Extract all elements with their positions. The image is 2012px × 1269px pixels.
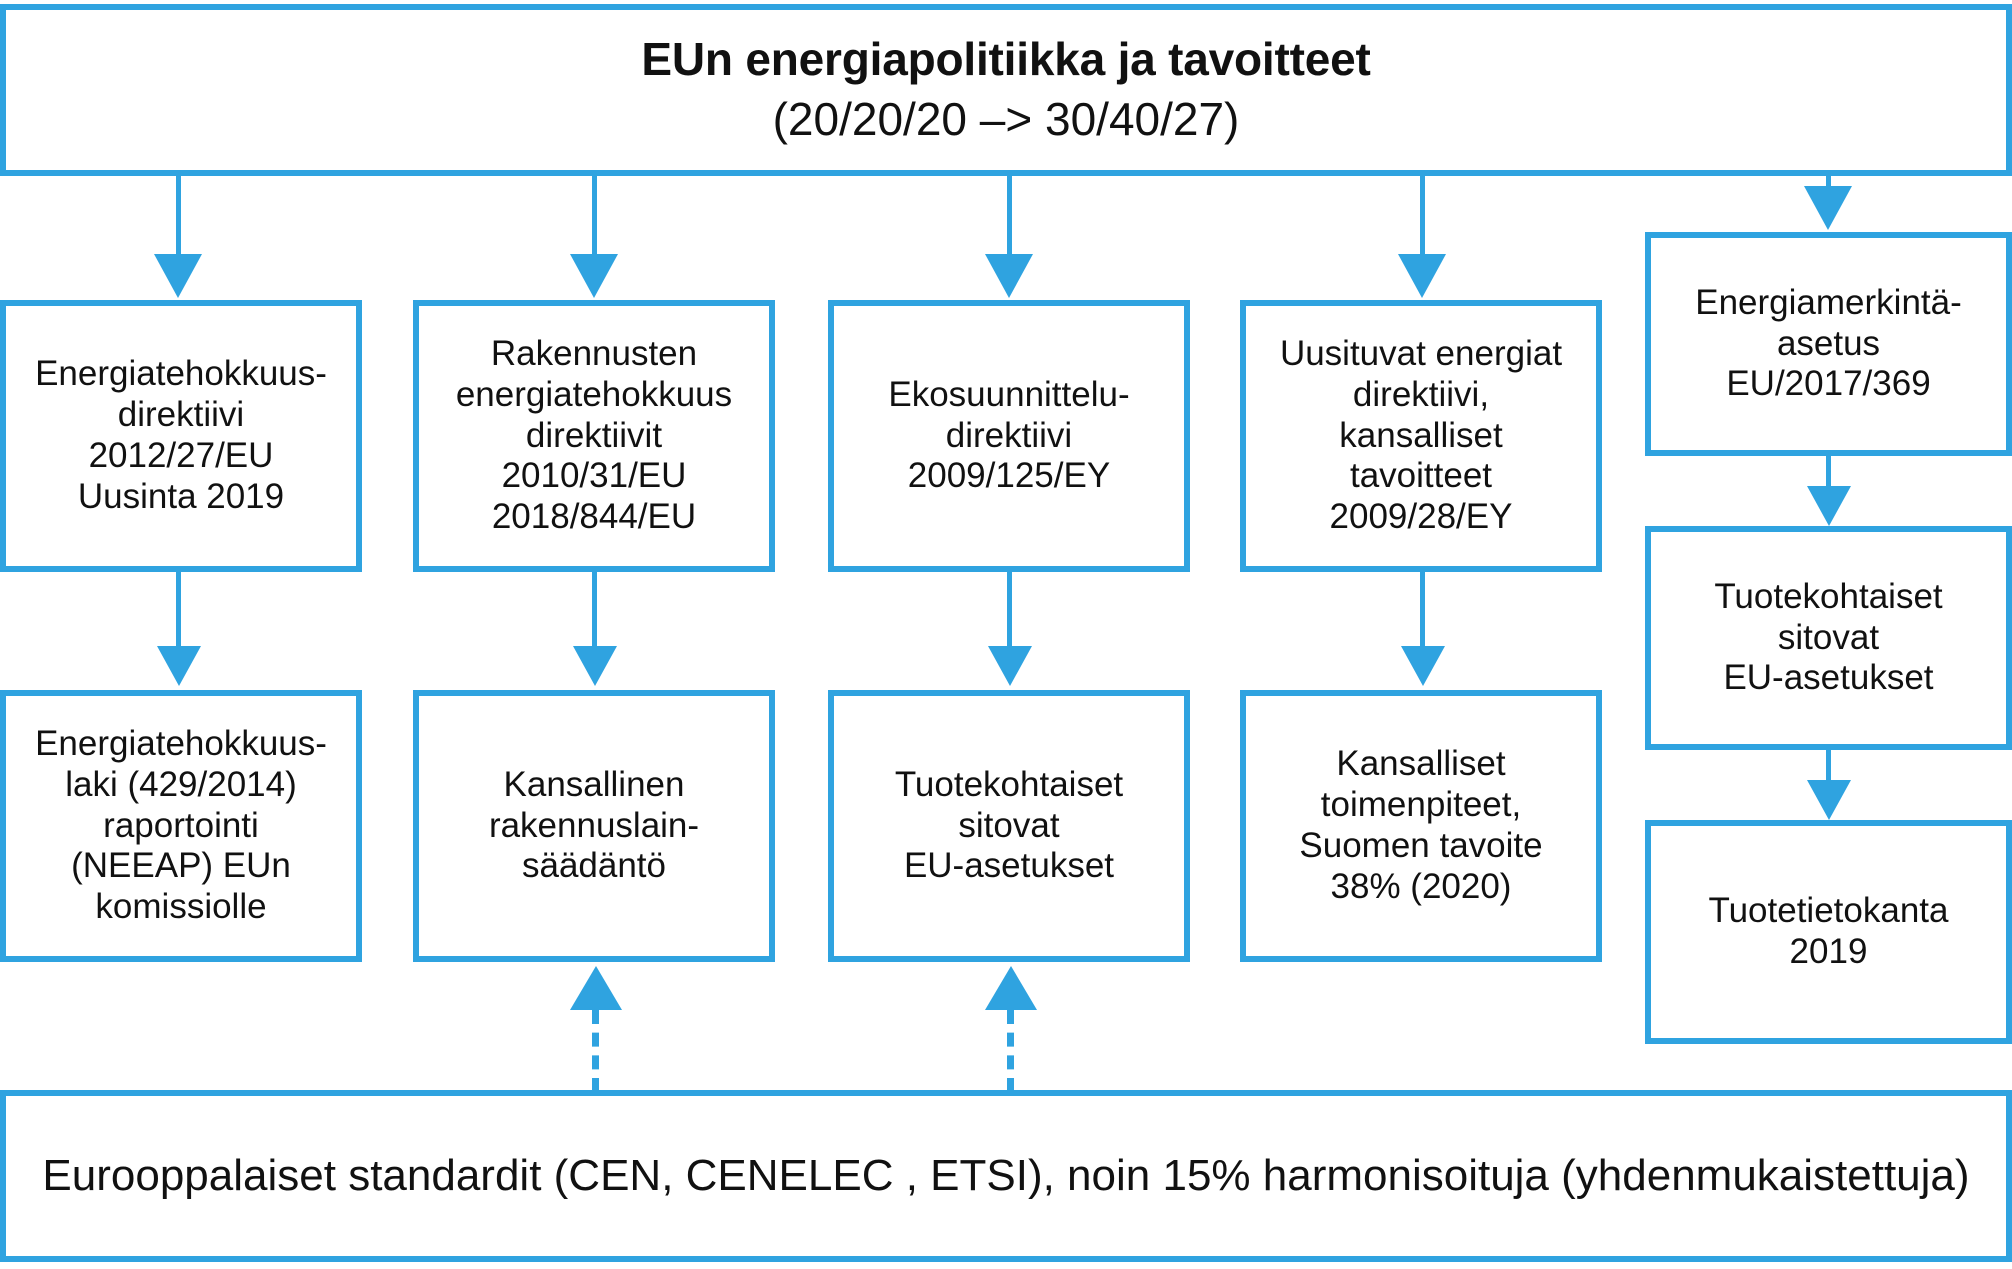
- arrowhead-header-to-row1-1: [154, 254, 202, 298]
- node-rakennusten-energiatehokkuus[interactable]: Rakennusten energiatehokkuus direktiivit…: [413, 300, 775, 572]
- connector-banner-to-row2-3: [1007, 1010, 1014, 1092]
- connector-header-to-row1-4: [1420, 176, 1425, 258]
- node-label: Uusituvat energiat direktiivi, kansallis…: [1279, 333, 1563, 537]
- arrowhead-row1-3-to-row2-3: [988, 646, 1032, 686]
- arrowhead-right-2-to-3: [1807, 780, 1851, 820]
- node-tuotekohtaiset-eu-asetukset[interactable]: Tuotekohtaiset sitovat EU-asetukset: [828, 690, 1190, 962]
- connector-row1-4-to-row2-4: [1420, 572, 1425, 650]
- node-label: Tuotekohtaiset sitovat EU-asetukset: [894, 764, 1124, 886]
- connector-header-to-right-column: [1826, 176, 1831, 188]
- node-label: Kansallinen rakennuslain- säädäntö: [488, 764, 700, 886]
- banner-eurooppalaiset-standardit[interactable]: Eurooppalaiset standardit (CEN, CENELEC …: [0, 1090, 2012, 1262]
- arrowhead-row1-4-to-row2-4: [1401, 646, 1445, 686]
- arrowhead-banner-to-row2-2: [570, 966, 622, 1010]
- node-kansalliset-toimenpiteet[interactable]: Kansalliset toimenpiteet, Suomen tavoite…: [1240, 690, 1602, 962]
- node-energiamerkintaasetus[interactable]: Energiamerkintä- asetus EU/2017/369: [1645, 232, 2012, 456]
- arrowhead-right-1-to-2: [1807, 486, 1851, 526]
- connector-header-to-row1-1: [176, 176, 181, 258]
- arrowhead-header-to-row1-3: [985, 254, 1033, 298]
- header-box: EUn energiapolitiikka ja tavoitteet (20/…: [0, 4, 2012, 176]
- node-energiatehokkuuslaki[interactable]: Energiatehokkuus- laki (429/2014) raport…: [0, 690, 362, 962]
- node-label: Tuotetietokanta 2019: [1708, 891, 1949, 971]
- node-tuotetietokanta[interactable]: Tuotetietokanta 2019: [1645, 820, 2012, 1044]
- connector-header-to-row1-2: [592, 176, 597, 258]
- connector-header-to-row1-3: [1007, 176, 1012, 258]
- arrowhead-header-to-right-column: [1804, 186, 1852, 230]
- node-kansallinen-rakennuslainsaadanto[interactable]: Kansallinen rakennuslain- säädäntö: [413, 690, 775, 962]
- connector-row1-3-to-row2-3: [1007, 572, 1012, 650]
- arrowhead-row1-2-to-row2-2: [573, 646, 617, 686]
- connector-right-1-to-2: [1826, 456, 1831, 490]
- arrowhead-row1-1-to-row2-1: [157, 646, 201, 686]
- node-energiatehokkuusdirektiivi[interactable]: Energiatehokkuus- direktiivi 2012/27/EU …: [0, 300, 362, 572]
- page-subtitle: (20/20/20 –> 30/40/27): [772, 93, 1240, 145]
- node-label: Ekosuunnittelu- direktiivi 2009/125/EY: [888, 374, 1130, 496]
- arrowhead-header-to-row1-4: [1398, 254, 1446, 298]
- arrowhead-banner-to-row2-3: [985, 966, 1037, 1010]
- connector-right-2-to-3: [1826, 750, 1831, 784]
- node-tuotekohtaiset-sitovat-eu-asetukset[interactable]: Tuotekohtaiset sitovat EU-asetukset: [1645, 526, 2012, 750]
- node-label: Rakennusten energiatehokkuus direktiivit…: [455, 333, 733, 537]
- connector-row1-2-to-row2-2: [592, 572, 597, 650]
- connector-banner-to-row2-2: [592, 1010, 599, 1092]
- node-uusiutuvat-energiat[interactable]: Uusituvat energiat direktiivi, kansallis…: [1240, 300, 1602, 572]
- arrowhead-header-to-row1-2: [570, 254, 618, 298]
- node-label: Energiamerkintä- asetus EU/2017/369: [1695, 282, 1962, 404]
- node-label: Energiatehokkuus- direktiivi 2012/27/EU …: [35, 354, 327, 516]
- node-label: Energiatehokkuus- laki (429/2014) raport…: [35, 723, 327, 927]
- node-label: Kansalliset toimenpiteet, Suomen tavoite…: [1299, 744, 1543, 906]
- connector-row1-1-to-row2-1: [176, 572, 181, 650]
- page-title: EUn energiapolitiikka ja tavoitteet: [641, 33, 1371, 86]
- banner-label: Eurooppalaiset standardit (CEN, CENELEC …: [42, 1151, 1970, 1201]
- node-ekosuunnitteludirektiivi[interactable]: Ekosuunnittelu- direktiivi 2009/125/EY: [828, 300, 1190, 572]
- node-label: Tuotekohtaiset sitovat EU-asetukset: [1714, 576, 1943, 698]
